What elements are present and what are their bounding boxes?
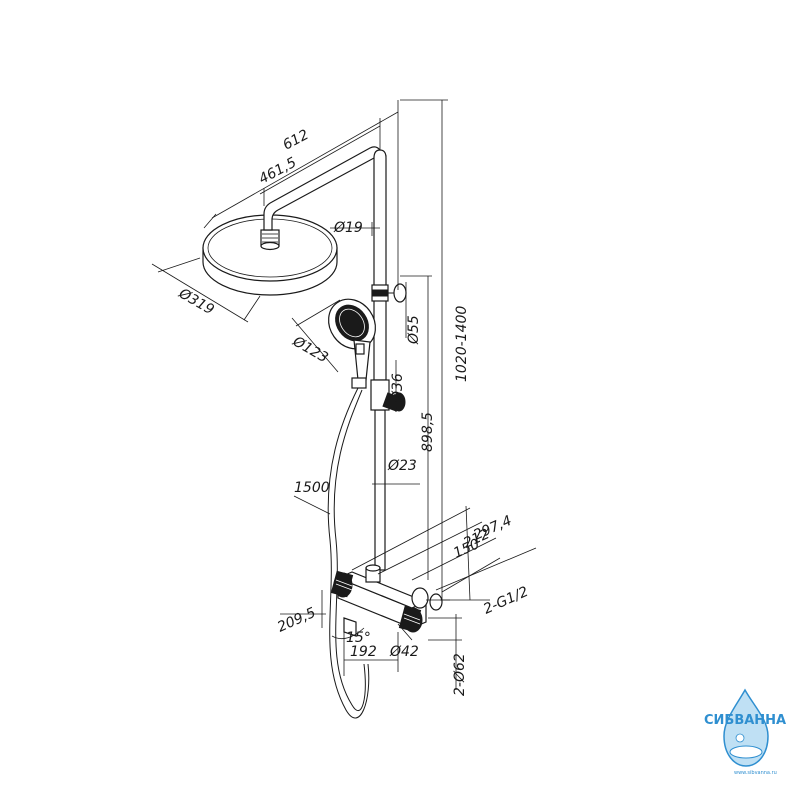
dimension-lines [151, 99, 537, 690]
dim-diameter-23: Ø23 [387, 458, 417, 474]
dim-2-diameter-62: 2-Ø62 [452, 653, 468, 696]
water-drop-icon [723, 688, 769, 767]
watermark-brand: СИБВАННА [704, 713, 786, 728]
bathtub-icon [729, 745, 763, 759]
dim-461-5: 461,5 [256, 155, 299, 188]
sibvanna-watermark-logo: СИБВАННА www.sibvanna.ru [704, 688, 786, 776]
dim-diameter-36: Ø36 [390, 373, 406, 403]
hand-shower [328, 298, 376, 389]
dim-1500: 1500 [294, 480, 330, 496]
dim-1020-1400: 1020-1400 [454, 306, 470, 382]
shower-hose [327, 387, 370, 719]
dim-diameter-123: Ø123 [289, 333, 331, 366]
thermostatic-mixer [330, 564, 443, 637]
dim-612: 612 [280, 127, 311, 154]
riser-pipe [373, 149, 387, 571]
dim-diameter-19: Ø19 [333, 220, 363, 236]
wall-bracket [371, 283, 407, 303]
dim-15-degrees: 15° [346, 630, 371, 646]
dim-2-g1-2: 2-G1/2 [481, 584, 531, 618]
watermark-url: www.sibvanna.ru [734, 770, 777, 776]
dim-diameter-55: Ø55 [406, 315, 422, 345]
dim-209-5: 209,5 [275, 605, 318, 636]
dim-898-5: 898,5 [420, 412, 436, 452]
dim-192: 192 [350, 644, 377, 660]
dim-diameter-42: Ø42 [389, 644, 419, 660]
